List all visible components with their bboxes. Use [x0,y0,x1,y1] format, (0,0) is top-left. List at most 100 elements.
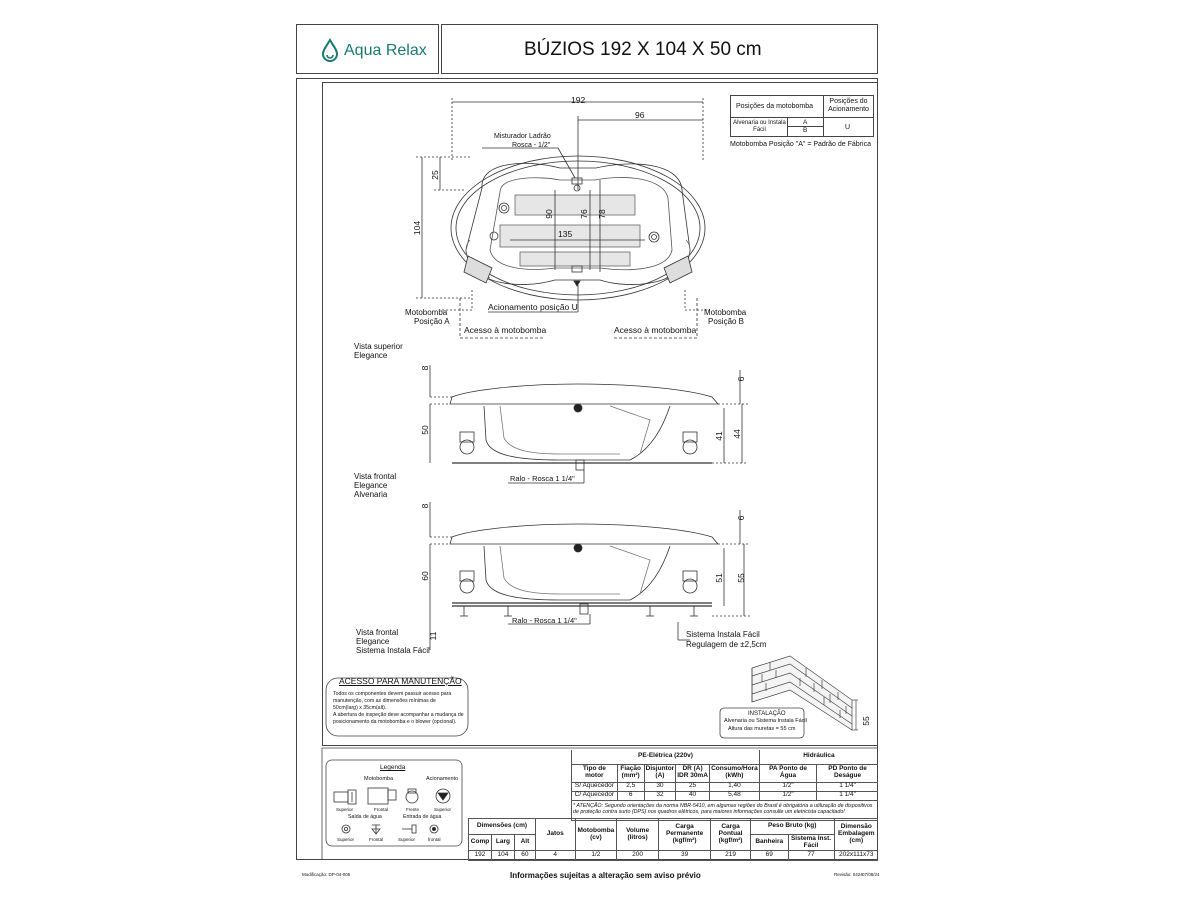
tub-top-view [450,155,706,301]
footer-modificacao: Modificação: DP-04-005 [302,872,351,877]
maintenance-line-2: manutenção, com as dimensões mínimas de [333,698,436,704]
view-label-elegance-2: Elegance [356,637,390,646]
label-ralo-1: Ralo - Rosca 1 1/4" [510,474,575,483]
view-label-elegance-1: Elegance [354,481,388,490]
dim-96: 96 [635,110,645,120]
actuator-top-icon [435,788,451,804]
maintenance-line-3: 50cm(larg) x 35cm(alt). [333,705,387,711]
view-label-alvenaria: Alvenaria [354,490,388,499]
col-larg: Larg [490,834,515,851]
label-ralo-2: Ralo - Rosca 1 1/4" [512,616,577,625]
dimensions-table: Dimensões (cm) Jatos Motobomba (cv) Volu… [468,818,878,861]
water-outlet-front-icon [371,824,381,835]
legend-superior: Superior [336,807,354,812]
col-alt: Alt [513,834,536,851]
legend-frente: Frente [406,807,420,812]
cell: 1 1/4" [816,790,878,801]
dim-192: 192 [571,95,586,105]
dim-41: 41 [714,431,724,441]
inner-frame [322,82,878,746]
logo-frame [296,24,439,74]
label-motobomba-a-1: Motobomba [405,308,448,317]
dim-6-front2: 6 [736,515,746,520]
dim-51: 51 [714,573,724,583]
cell: 60 [513,850,536,861]
installation-line-2: Altura das muretas = 55 cm [728,726,796,732]
dim-25: 25 [430,170,440,180]
cell: 39 [657,850,712,861]
dim-8-front1: 8 [420,365,430,370]
hydraulic-header: Hidráulica [758,750,878,765]
col-disjuntor: Disjuntor (A) [643,763,677,783]
cell: 202x111x73 [833,850,878,861]
water-inlet-top-icon [402,824,417,834]
legend-saida: Saída de água [348,814,382,820]
motor-position-table: Posições da motobomba Posições do Aciona… [730,95,874,137]
cell: S/ Aquecedor [571,781,618,792]
cell: 30 [643,781,677,792]
dim-44: 44 [732,429,742,439]
cell: C/ Aquecedor [571,790,618,801]
footer-date: 07/08/24 [862,872,880,877]
motor-front-icon [367,787,397,805]
col-ponto-agua: PA Ponto de Água [758,763,818,783]
label-acesso-right: Acesso à motobomba [614,325,697,335]
acionamento-u: U [845,124,851,131]
cell: 104 [490,850,515,861]
legend-frontal: Frontal [374,807,389,812]
dim-90: 90 [544,209,554,219]
maintenance-line-5: posicionamento da motobomba e o blower (… [333,719,457,725]
page-title: BÚZIOS 192 X 104 X 50 cm [524,39,762,60]
cell: 4 [534,850,576,861]
water-drop-logo-icon [321,38,339,62]
col-embalagem: Dimensão Embalagem (cm) [833,818,878,851]
cell: 192 [468,850,492,861]
col-carga-pontual: Carga Pontual (kgf/m²) [710,818,751,851]
col-dimensoes: Dimensões (cm) [468,818,536,835]
col-peso: Peso Bruto (kg) [749,818,835,835]
cell: 1/2" [758,781,818,792]
legend-frontal-3: Frontal [369,837,384,842]
brick-wall-illustration [751,655,858,731]
cell: 200 [616,850,659,861]
legend-acionamento: Acionamento [426,776,459,782]
col-volume: Volume (litros) [616,818,659,851]
legend-title: Legenda [380,764,406,771]
cell: 1 1/4" [816,781,878,792]
motor-top-icon [333,789,357,805]
dim-104: 104 [412,221,422,235]
table-row: 192 104 60 4 1/2 200 39 219 69 77 202x11… [468,850,878,861]
motor-frente-icon [405,788,419,804]
dim-6-front1: 6 [736,376,746,381]
legend-superior-3: Superior [337,837,355,842]
cell: 2,5 [616,781,645,792]
header-motor-position: Posições da motobomba [736,103,814,110]
dim-55-wall: 55 [861,716,871,726]
water-inlet-front-icon [429,824,439,834]
dim-78: 78 [597,209,607,219]
col-banheira: Banheira [749,834,789,851]
water-outlet-top-icon [341,824,351,834]
legend-motobomba: Motobomba [364,776,394,782]
row-label-alvenaria: Alvenaria ou Instala Fácil [733,120,786,134]
cell: 1/2" [758,790,818,801]
footer-disclaimer: Informações sujeitas a alteração sem avi… [510,871,701,880]
position-b: B [803,127,808,134]
label-acionamento-u: Acionamento posição U [488,302,578,312]
dim-60: 60 [420,571,430,581]
tub-front-view-instala-facil [449,523,719,617]
brand-name: Aqua Relax [344,42,427,59]
label-motobomba-b-1: Motobomba [704,308,747,317]
cell: 1/2 [574,850,618,861]
electric-note: * ATENÇÃO: Segundo orientações da norma … [571,799,878,821]
installation-line-1: Alvenaria ou Sistema Instala Fácil [724,718,807,724]
label-motobomba-a-2: Posição A [414,317,450,326]
view-label-frontal-2: Vista frontal [356,628,399,637]
legend-superior-4: Superior [398,837,416,842]
cell: 77 [787,850,835,861]
legend-frontal-4: frontal [428,837,441,842]
col-comp: Comp [468,834,492,851]
col-dr: DR (A) IDR 30mA [675,763,710,783]
maintenance-line-4: A abertura de inspeção deve acompanhar a… [333,712,464,718]
